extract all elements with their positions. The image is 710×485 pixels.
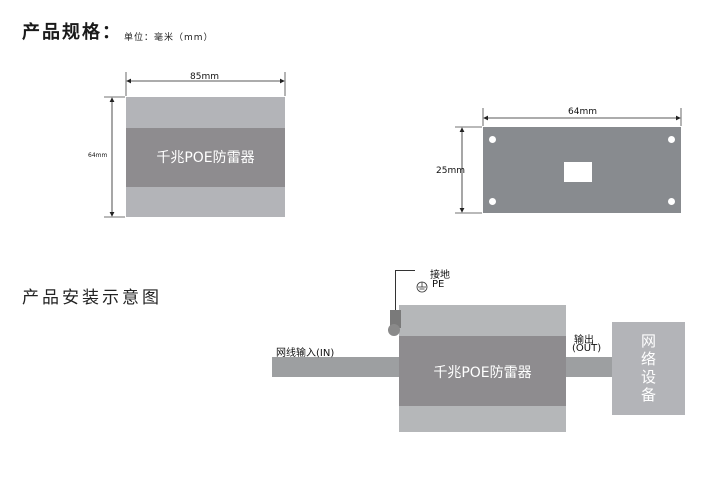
network-device: 网 络 设 备 xyxy=(612,322,685,415)
installed-product-label: 千兆POE防雷器 xyxy=(433,365,532,381)
install-title: 产品安装示意图 xyxy=(22,288,162,308)
installed-product-box: 千兆POE防雷器 xyxy=(399,305,566,432)
output-label-en: (OUT) xyxy=(572,343,602,354)
front-view-box: 千兆POE防雷器 xyxy=(126,97,285,217)
installed-product-band xyxy=(399,336,566,406)
ground-terminal-knob xyxy=(388,324,400,336)
front-view-product-label: 千兆POE防雷器 xyxy=(156,150,255,166)
ground-wire xyxy=(395,270,396,312)
input-cable xyxy=(272,357,402,377)
output-cable xyxy=(566,357,612,377)
network-device-label: 网 络 设 备 xyxy=(612,332,685,404)
spec-title: 产品规格： xyxy=(22,22,122,43)
plate-port-cutout xyxy=(564,162,592,182)
plate-height-label: 25mm xyxy=(436,166,465,176)
plate-width-label: 64mm xyxy=(568,107,597,117)
input-label: 网线输入(IN) xyxy=(276,348,335,359)
plate-hole-bottom-left xyxy=(489,198,496,205)
front-height-label: 64mm xyxy=(88,152,108,159)
network-device-char: 备 xyxy=(640,386,656,404)
plate-hole-bottom-right xyxy=(668,198,675,205)
output-label-cn: 输出 xyxy=(574,335,594,346)
ground-label: 接地 xyxy=(430,270,450,281)
plate-hole-top-right xyxy=(668,136,675,143)
network-device-char: 络 xyxy=(640,350,656,368)
front-width-label: 85mm xyxy=(190,72,219,82)
unit-note: 单位：毫米（mm） xyxy=(124,33,214,43)
pe-label: PE xyxy=(432,279,445,290)
network-device-char: 网 xyxy=(640,332,656,350)
ground-terminal xyxy=(390,310,401,328)
mounting-plate xyxy=(483,127,681,213)
network-device-char: 设 xyxy=(640,368,656,386)
ground-wire-horizontal xyxy=(395,270,415,271)
plate-hole-top-left xyxy=(489,136,496,143)
front-view-band xyxy=(126,128,285,187)
